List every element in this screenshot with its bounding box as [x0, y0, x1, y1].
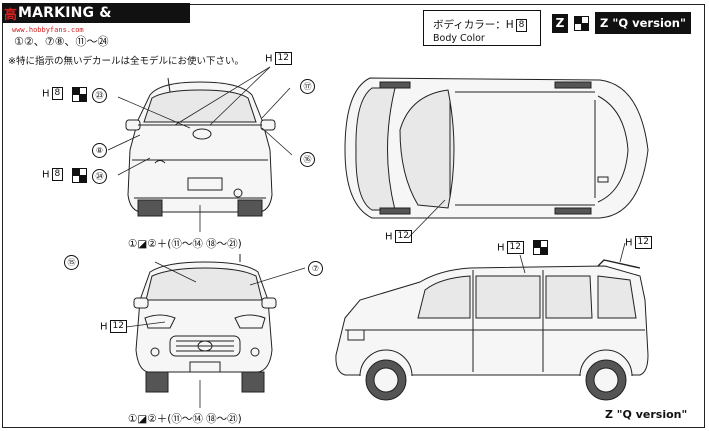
decal-number-23: ㉓ — [92, 88, 107, 103]
decal-sequence: ①②、⑦⑧、⑪〜㉔ — [14, 35, 109, 48]
decal-note: ※特に指示の無いデカールは全モデルにお使い下さい。 — [8, 56, 244, 67]
callout-h-label: H — [625, 237, 633, 249]
front-view-drawing — [133, 254, 277, 393]
decal-number-15: ⑮ — [64, 255, 79, 270]
decal-number-7: ⑦ — [308, 261, 323, 276]
z-badge: Z — [552, 14, 568, 33]
q-version-badge: Z "Q version" — [595, 12, 691, 34]
callout-code: 8 — [51, 87, 64, 100]
body-color-code: 8 — [515, 18, 528, 32]
callout-h-label: H — [42, 169, 50, 181]
checker-icon — [72, 168, 87, 183]
rear-view-drawing — [125, 77, 276, 217]
side-view-drawing — [335, 259, 649, 401]
decal-number-24: ㉔ — [92, 169, 107, 184]
page-border — [2, 4, 705, 428]
checker-icon — [72, 87, 87, 102]
body-color-jp-text: ボディカラー：H — [433, 19, 514, 31]
decal-number-17: ⑰ — [300, 79, 315, 94]
page-title: MARKING & PAINTING — [2, 3, 190, 41]
leader-lines — [107, 66, 626, 408]
rear-decal-sequence: ①◪②＋(⑪〜⑭ ⑱〜㉑) — [128, 238, 242, 250]
decal-list: ①②、⑦⑧、⑪〜㉔ — [14, 33, 108, 49]
callout-h-label: H — [100, 321, 108, 333]
watermark: 高 — [4, 8, 18, 23]
callout-h-label: H — [497, 242, 505, 254]
footer-caption: Z "Q version" — [605, 408, 688, 421]
callout-code: 8 — [51, 168, 64, 181]
decal-number-8: ⑧ — [92, 143, 107, 158]
watermark-url: www.hobbyfans.com — [12, 26, 84, 34]
callout-code: 12 — [274, 52, 292, 65]
callout-h-label: H — [42, 88, 50, 100]
decal-number-16: ⑯ — [300, 152, 315, 167]
front-decal-sequence: ①◪②＋(⑪〜⑭ ⑱〜㉑) — [128, 413, 242, 425]
body-color-label-en: Body Color — [433, 33, 485, 44]
callout-code: 12 — [109, 320, 127, 333]
checker-icon — [533, 240, 548, 255]
callout-code: 12 — [394, 230, 412, 243]
checker-icon — [574, 16, 589, 31]
callout-h-label: H — [265, 53, 273, 65]
top-view-drawing — [344, 77, 649, 219]
callout-code: 12 — [634, 236, 652, 249]
callout-h-label: H — [385, 231, 393, 243]
callout-code: 12 — [506, 241, 524, 254]
